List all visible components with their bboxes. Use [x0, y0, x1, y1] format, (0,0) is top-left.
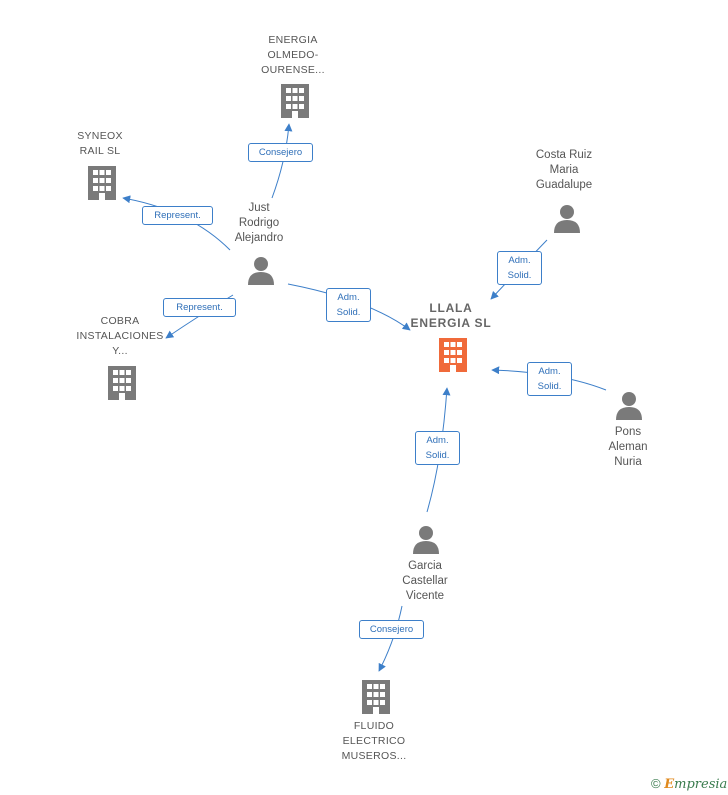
- person-icon: [554, 205, 580, 233]
- node-label-energia-olmedo[interactable]: ENERGIA OLMEDO- OURENSE...: [261, 34, 325, 76]
- person-icon: [616, 392, 642, 420]
- node-label-fluido[interactable]: FLUIDO ELECTRICO MUSEROS...: [341, 720, 407, 762]
- footer-brand[interactable]: © Empresia: [651, 776, 727, 792]
- node-label-just[interactable]: Just Rodrigo Alejandro: [234, 202, 284, 244]
- copyright-icon: ©: [651, 776, 661, 791]
- node-label-llala[interactable]: LLALA ENERGIA SL: [410, 301, 492, 330]
- edge-label-represent: Represent.: [142, 206, 213, 225]
- edge-label-adm-solid: Adm. Solid.: [497, 251, 542, 285]
- person-icon: [413, 526, 439, 554]
- edge-garcia-to-fluido: [378, 605, 403, 672]
- brand-logo: Empresia: [664, 777, 727, 792]
- building-icon: [88, 166, 116, 200]
- person-icon: [248, 257, 274, 285]
- edge-label-represent: Represent.: [163, 298, 236, 317]
- edge-label-adm-solid: Adm. Solid.: [326, 288, 371, 322]
- node-label-garcia[interactable]: Garcia Castellar Vicente: [402, 560, 448, 602]
- building-icon: [108, 366, 136, 400]
- building-icon: [281, 84, 309, 118]
- node-label-syneox[interactable]: SYNEOX RAIL SL: [77, 130, 123, 157]
- brand-first-letter: E: [664, 777, 675, 792]
- brand-rest: mpresia: [674, 777, 728, 792]
- building-icon: [362, 680, 390, 714]
- edge-label-adm-solid: Adm. Solid.: [415, 431, 460, 465]
- node-label-costa[interactable]: Costa Ruiz Maria Guadalupe: [535, 149, 593, 191]
- edge-label-adm-solid: Adm. Solid.: [527, 362, 572, 396]
- building-icon-main: [439, 338, 467, 372]
- edge-label-consejero: Consejero: [248, 143, 313, 162]
- edge-label-consejero: Consejero: [359, 620, 424, 639]
- node-label-cobra[interactable]: COBRA INSTALACIONES Y...: [76, 315, 164, 357]
- node-label-pons[interactable]: Pons Aleman Nuria: [608, 426, 648, 468]
